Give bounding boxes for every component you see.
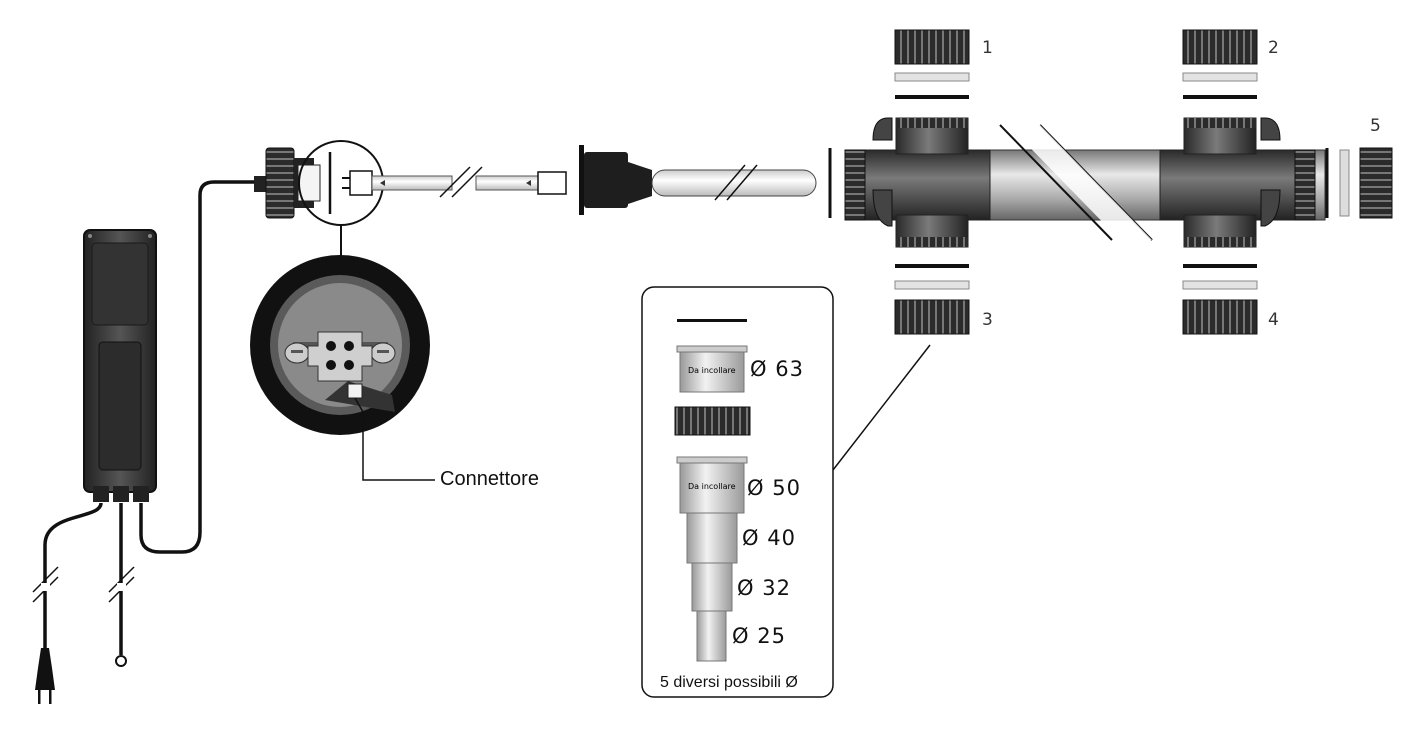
diameter-25-label: Ø 25 bbox=[732, 624, 786, 648]
quartz-sleeve bbox=[579, 145, 817, 215]
fittings-panel bbox=[641, 286, 834, 698]
power-cable bbox=[43, 502, 103, 660]
fittings-footer-label: 5 diversi possibili Ø bbox=[660, 674, 798, 691]
connector-label: Connettore bbox=[440, 468, 539, 490]
cable-gap-1 bbox=[41, 583, 50, 591]
reactor-body bbox=[828, 117, 1393, 248]
cable-glands bbox=[93, 486, 149, 502]
connector-callout-line bbox=[362, 412, 435, 481]
diameter-50-label: Ø 50 bbox=[747, 476, 801, 500]
cable-gap-2 bbox=[117, 583, 126, 591]
diameter-63-label: Ø 63 bbox=[750, 357, 804, 381]
uv-lamp bbox=[342, 166, 567, 198]
lamp-cap bbox=[254, 147, 321, 219]
diameter-32-label: Ø 32 bbox=[737, 576, 791, 600]
glue-label-63: Da incollare bbox=[688, 366, 736, 375]
diameter-40-label: Ø 40 bbox=[742, 526, 796, 550]
lamp-cable bbox=[139, 180, 254, 554]
part-number-1: 1 bbox=[982, 38, 993, 58]
part-number-5: 5 bbox=[1370, 116, 1381, 136]
part-number-3: 3 bbox=[982, 310, 993, 330]
ballast-box bbox=[83, 229, 157, 493]
connector-detail bbox=[250, 255, 430, 435]
union-nuts bbox=[894, 29, 1258, 335]
ground-ring-terminal-icon bbox=[115, 655, 127, 667]
fittings-callout-line bbox=[832, 344, 931, 471]
power-plug-icon bbox=[35, 648, 55, 704]
glue-label-50: Da incollare bbox=[688, 482, 736, 491]
part-number-4: 4 bbox=[1268, 310, 1279, 330]
part-number-2: 2 bbox=[1268, 38, 1279, 58]
